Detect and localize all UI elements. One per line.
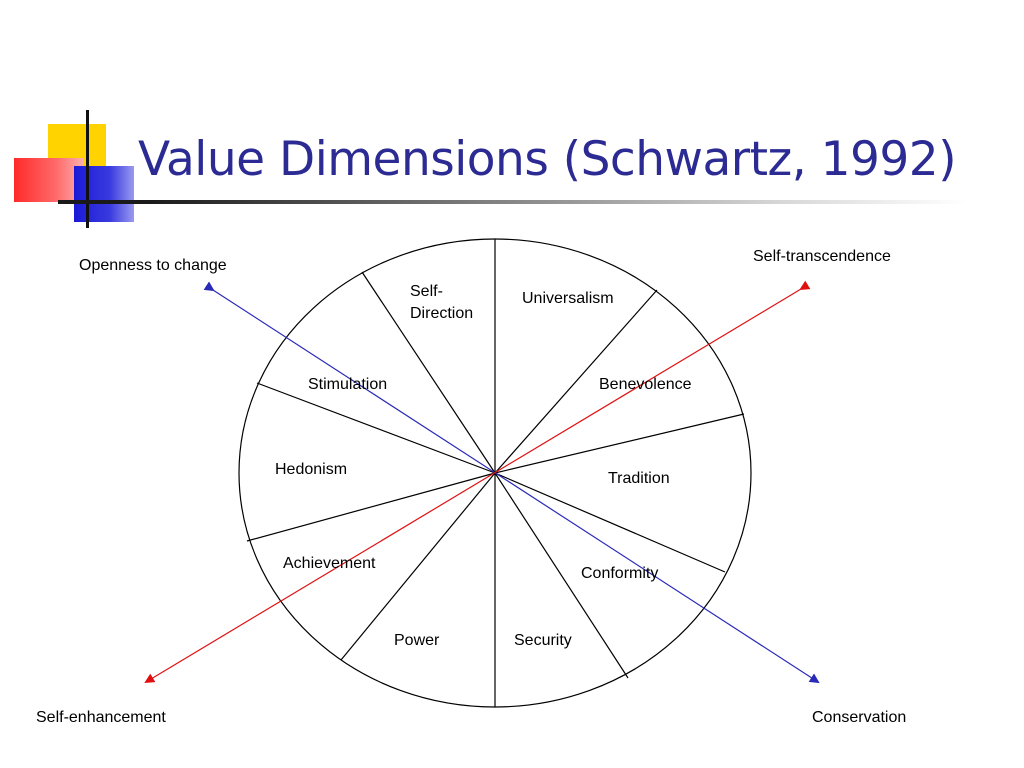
title-underline xyxy=(58,200,968,204)
axis-label-openness-to-change: Openness to change xyxy=(79,257,227,274)
divider-line xyxy=(246,472,496,542)
axis-label-conservation: Conservation xyxy=(812,709,907,726)
decor-vertical-line xyxy=(86,110,89,228)
decor-red-bar xyxy=(14,158,84,202)
segment-label-tradition: Tradition xyxy=(608,470,670,487)
segment-label-self-direction: Self- Direction xyxy=(410,283,474,322)
segment-label-conformity: Conformity xyxy=(581,565,659,582)
axis-transcendence-enhancement xyxy=(144,280,811,684)
axis-label-self-enhancement: Self-enhancement xyxy=(36,709,166,726)
segment-label-stimulation: Stimulation xyxy=(308,376,388,393)
axis-label-self-transcendence: Self-transcendence xyxy=(753,248,891,265)
divider-line xyxy=(494,413,745,474)
segment-label-power: Power xyxy=(394,632,440,649)
axis-openness-conservation xyxy=(203,281,820,684)
slide-title: Value Dimensions (Schwartz, 1992) xyxy=(138,132,957,187)
segment-label-universalism: Universalism xyxy=(522,290,614,307)
segment-label-hedonism: Hedonism xyxy=(275,461,348,478)
segment-label-security: Security xyxy=(514,632,572,649)
segment-label-achievement: Achievement xyxy=(283,555,376,572)
decor-blue-square xyxy=(74,166,134,222)
segment-label-benevolence: Benevolence xyxy=(599,376,692,393)
